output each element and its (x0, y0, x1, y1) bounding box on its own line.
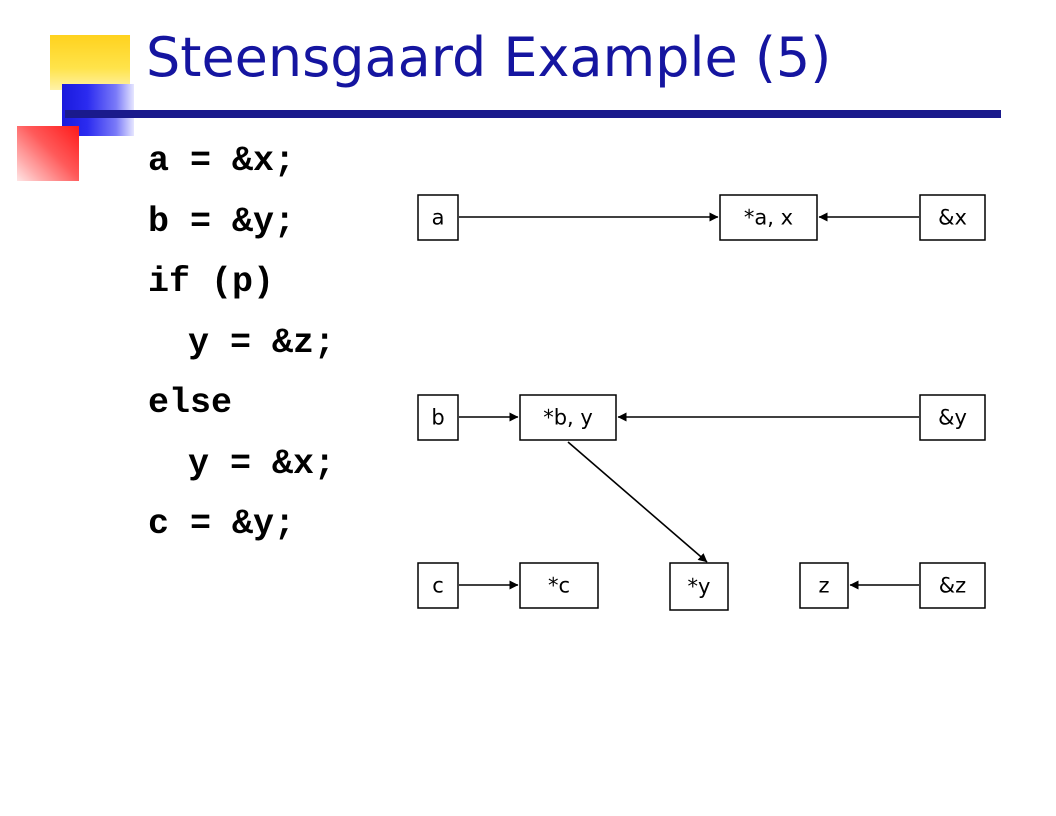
node-label: *y (688, 575, 711, 599)
code-line: if (p) (148, 262, 275, 302)
graph-node-z: z (799, 562, 849, 609)
graph-node-b: b (417, 394, 459, 441)
node-box (719, 194, 818, 241)
graph-node-amp-z: &z (919, 562, 986, 609)
decorative-yellow-square (50, 35, 130, 90)
slide-title: Steensgaard Example (5) (146, 26, 832, 89)
graph-nodes: a *a, x&x b *b, y&y c *c *y z&z (417, 194, 986, 611)
node-box (417, 394, 459, 441)
code-line: y = &x; (188, 443, 336, 484)
code-line: c = &y; (148, 504, 296, 544)
node-label: *a, x (744, 206, 793, 230)
graph-node-by: *b, y (519, 394, 617, 441)
node-label: a (432, 206, 445, 230)
node-box (799, 562, 849, 609)
graph-node-amp-x: &x (919, 194, 986, 241)
title-underline-rule (65, 110, 1001, 118)
node-label: *b, y (543, 406, 593, 430)
node-label: &y (938, 406, 967, 430)
graph-node-ax: *a, x (719, 194, 818, 241)
node-box (919, 562, 986, 609)
edge-by-to-star-y (567, 441, 708, 563)
node-box (919, 194, 986, 241)
node-box (519, 562, 599, 609)
code-line: b = &y; (148, 201, 296, 242)
code-line: else (148, 383, 233, 423)
graph-edges (459, 212, 919, 590)
graph-node-amp-y: &y (919, 394, 986, 441)
node-box (919, 394, 986, 441)
graph-node-star-y: *y (669, 562, 729, 611)
node-label: z (818, 574, 829, 598)
graph-node-star-c: *c (519, 562, 599, 609)
node-box (417, 194, 459, 241)
node-box (669, 562, 729, 611)
code-line: y = &z; (188, 322, 336, 363)
node-label: &x (938, 206, 967, 230)
node-label: *c (548, 574, 570, 598)
decorative-red-square (17, 126, 79, 181)
graph-node-c: c (417, 562, 459, 609)
node-box (417, 562, 459, 609)
graph-node-a: a (417, 194, 459, 241)
code-line: a = &x; (148, 141, 296, 181)
node-box (519, 394, 617, 441)
node-label: b (431, 406, 444, 430)
node-label: &z (939, 574, 966, 598)
node-label: c (432, 574, 444, 598)
code-block: a = &x; b = &y; if (p) y = &z; else y = … (148, 141, 335, 565)
